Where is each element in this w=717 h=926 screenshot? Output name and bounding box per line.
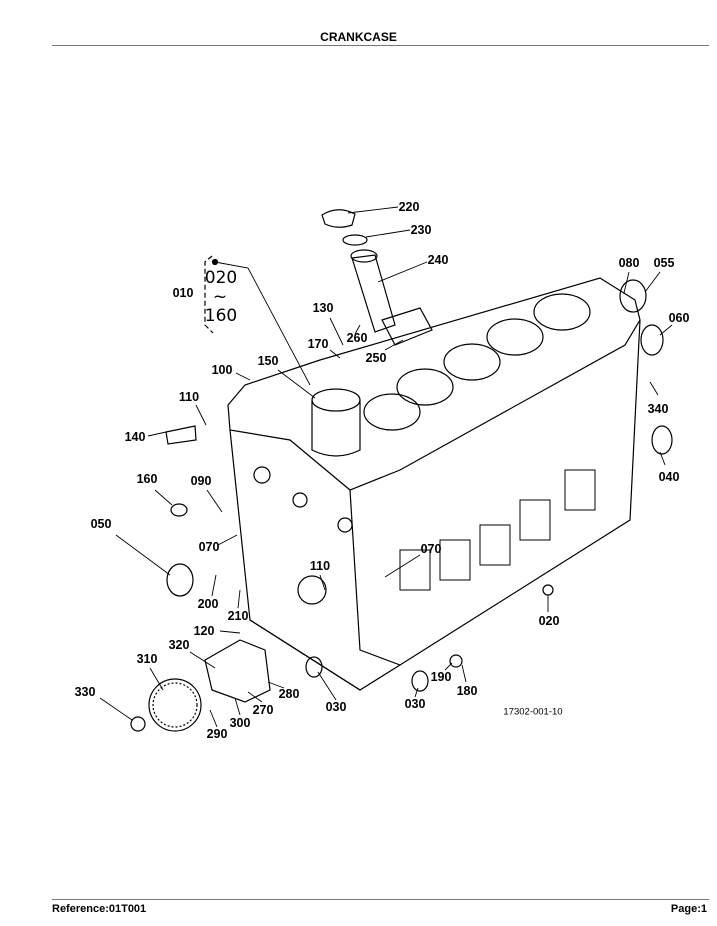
callout-320: 320 bbox=[168, 638, 190, 652]
group-label-010: 010 bbox=[172, 286, 194, 300]
page-number: Page:1 bbox=[670, 903, 707, 915]
callout-140: 140 bbox=[124, 430, 146, 444]
callout-070: 070 bbox=[420, 542, 442, 556]
callout-110: 110 bbox=[309, 559, 331, 573]
crankcase-block bbox=[227, 277, 641, 491]
callout-170: 170 bbox=[307, 337, 329, 351]
oil-filler-cap bbox=[321, 209, 356, 228]
pump-gear bbox=[148, 678, 202, 732]
group-range-separator: ~ bbox=[212, 287, 228, 307]
callout-290: 290 bbox=[206, 727, 228, 741]
callout-220: 220 bbox=[398, 200, 420, 214]
callout-090: 090 bbox=[190, 474, 212, 488]
callout-340: 340 bbox=[647, 402, 669, 416]
callout-100: 100 bbox=[211, 363, 233, 377]
callout-310: 310 bbox=[136, 652, 158, 666]
callout-190: 190 bbox=[430, 670, 452, 684]
callout-070: 070 bbox=[198, 540, 220, 554]
callout-330: 330 bbox=[74, 685, 96, 699]
callout-110: 110 bbox=[178, 390, 200, 404]
group-range-start: 020 bbox=[204, 268, 238, 288]
filler-gasket bbox=[381, 307, 433, 346]
cylinder-liner bbox=[311, 400, 361, 457]
callout-130: 130 bbox=[312, 301, 334, 315]
callout-250: 250 bbox=[365, 351, 387, 365]
callout-080: 080 bbox=[618, 256, 640, 270]
page-title: CRANKCASE bbox=[320, 30, 397, 44]
oil-pump bbox=[204, 639, 271, 703]
oil-filler-pipe bbox=[351, 254, 396, 333]
callout-300: 300 bbox=[229, 716, 251, 730]
callout-180: 180 bbox=[456, 684, 478, 698]
callout-040: 040 bbox=[658, 470, 680, 484]
callout-270: 270 bbox=[252, 703, 274, 717]
callout-030: 030 bbox=[404, 697, 426, 711]
group-range-end: 160 bbox=[204, 306, 238, 326]
reference-label: Reference:01T001 bbox=[52, 903, 147, 915]
callout-050: 050 bbox=[90, 517, 112, 531]
footer-divider bbox=[52, 899, 709, 900]
cylinder-bores bbox=[363, 293, 591, 431]
o-ring bbox=[342, 234, 368, 246]
callout-150: 150 bbox=[257, 354, 279, 368]
callout-120: 120 bbox=[193, 624, 215, 638]
callout-030: 030 bbox=[325, 700, 347, 714]
callout-020: 020 bbox=[538, 614, 560, 628]
callout-160: 160 bbox=[136, 472, 158, 486]
callout-280: 280 bbox=[278, 687, 300, 701]
callout-060: 060 bbox=[668, 311, 690, 325]
callout-055: 055 bbox=[653, 256, 675, 270]
callout-200: 200 bbox=[197, 597, 219, 611]
callout-240: 240 bbox=[427, 253, 449, 267]
oil-seal-055 bbox=[619, 279, 647, 313]
header-divider bbox=[52, 45, 709, 46]
callout-210: 210 bbox=[227, 609, 249, 623]
callout-260: 260 bbox=[346, 331, 368, 345]
drawing-code: 17302-001-10 bbox=[503, 706, 563, 718]
callout-230: 230 bbox=[410, 223, 432, 237]
